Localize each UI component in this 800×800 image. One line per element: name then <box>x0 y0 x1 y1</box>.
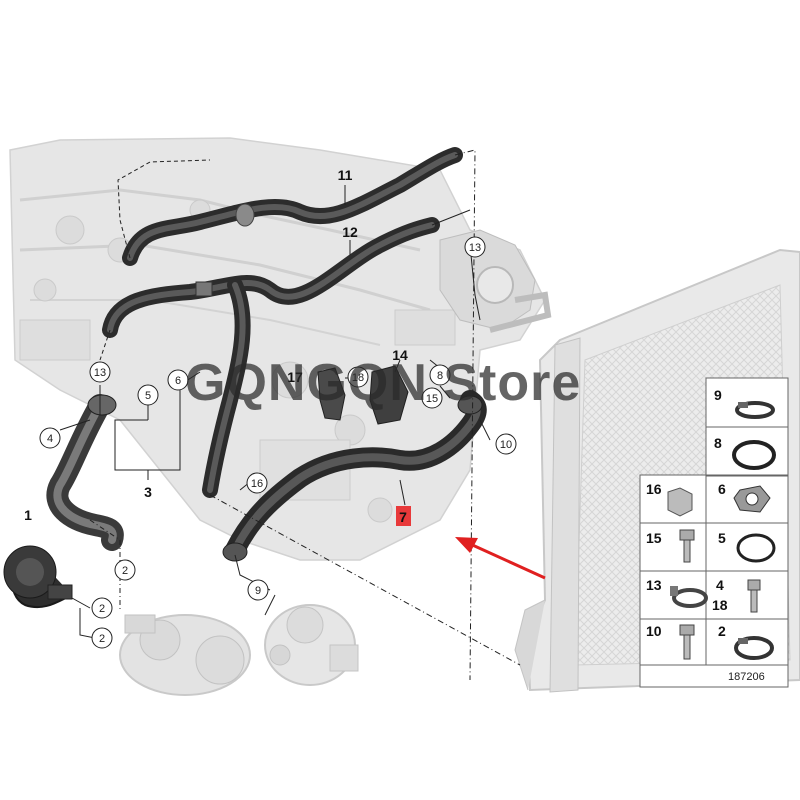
callout-17: 17 <box>287 369 303 385</box>
flange-bolt-icon <box>679 529 695 563</box>
legend-num-8: 8 <box>714 435 722 451</box>
hose-1 <box>3 545 73 609</box>
callout-10: 10 <box>500 439 512 451</box>
callout-7: 7 <box>399 509 407 525</box>
callout-3: 3 <box>144 484 152 500</box>
callout-4: 4 <box>47 433 53 445</box>
callout-1: 1 <box>24 507 32 523</box>
legend-num-13: 13 <box>646 577 662 593</box>
highlight-box <box>396 506 411 526</box>
callout-13-top: 13 <box>469 242 481 254</box>
hose-3 <box>46 394 124 551</box>
bracket-14 <box>369 365 409 425</box>
callout-6: 6 <box>175 375 181 387</box>
legend-num-5: 5 <box>718 530 726 546</box>
sealing-ring-icon <box>736 533 776 563</box>
o-ring-icon <box>732 440 776 470</box>
legend-num-10: 10 <box>646 623 662 639</box>
flange-gasket-icon <box>733 485 771 513</box>
pointer-arrow <box>455 537 546 580</box>
callout-18: 18 <box>352 372 364 384</box>
callout-2-c: 2 <box>99 633 105 645</box>
callout-15: 15 <box>426 393 438 405</box>
callout-5: 5 <box>145 390 151 402</box>
legend-num-2: 2 <box>718 623 726 639</box>
legend-num-16: 16 <box>646 481 662 497</box>
diagram-number: 187206 <box>728 671 765 683</box>
watermark: GQNGQN Store <box>185 354 581 412</box>
water-pump-right <box>264 604 359 686</box>
callout-14: 14 <box>392 347 408 363</box>
hose-12 <box>102 217 440 498</box>
legend-num-6: 6 <box>718 481 726 497</box>
water-pump-left <box>119 614 251 696</box>
parts-legend: 9 8 16 6 15 5 13 4 <box>639 377 789 688</box>
callouts: 11 12 13 13 5 6 4 3 1 2 2 2 9 16 17 18 1… <box>24 167 517 649</box>
callout-2-a: 2 <box>122 565 128 577</box>
hose-clamp-icon-2 <box>734 636 774 660</box>
spring-clamp-icon <box>670 586 708 608</box>
callout-2-b: 2 <box>99 603 105 615</box>
legend-num-15: 15 <box>646 530 662 546</box>
legend-num-18: 18 <box>712 597 728 613</box>
callout-9: 9 <box>255 585 261 597</box>
legend-num-9: 9 <box>714 387 722 403</box>
flange-bolt-icon-2 <box>679 624 695 660</box>
legend-num-4: 4 <box>716 577 724 593</box>
clip-holder-icon <box>667 487 693 517</box>
hex-bolt-icon <box>747 579 761 613</box>
hose-clamp-icon <box>735 401 775 419</box>
bracket-17 <box>317 367 346 421</box>
callout-13-left: 13 <box>94 367 106 379</box>
callout-11: 11 <box>338 167 353 183</box>
hose-11 <box>122 147 463 266</box>
callout-12: 12 <box>342 224 358 240</box>
callout-8: 8 <box>437 370 443 382</box>
callout-16: 16 <box>251 478 263 490</box>
hose-7 <box>222 390 487 562</box>
